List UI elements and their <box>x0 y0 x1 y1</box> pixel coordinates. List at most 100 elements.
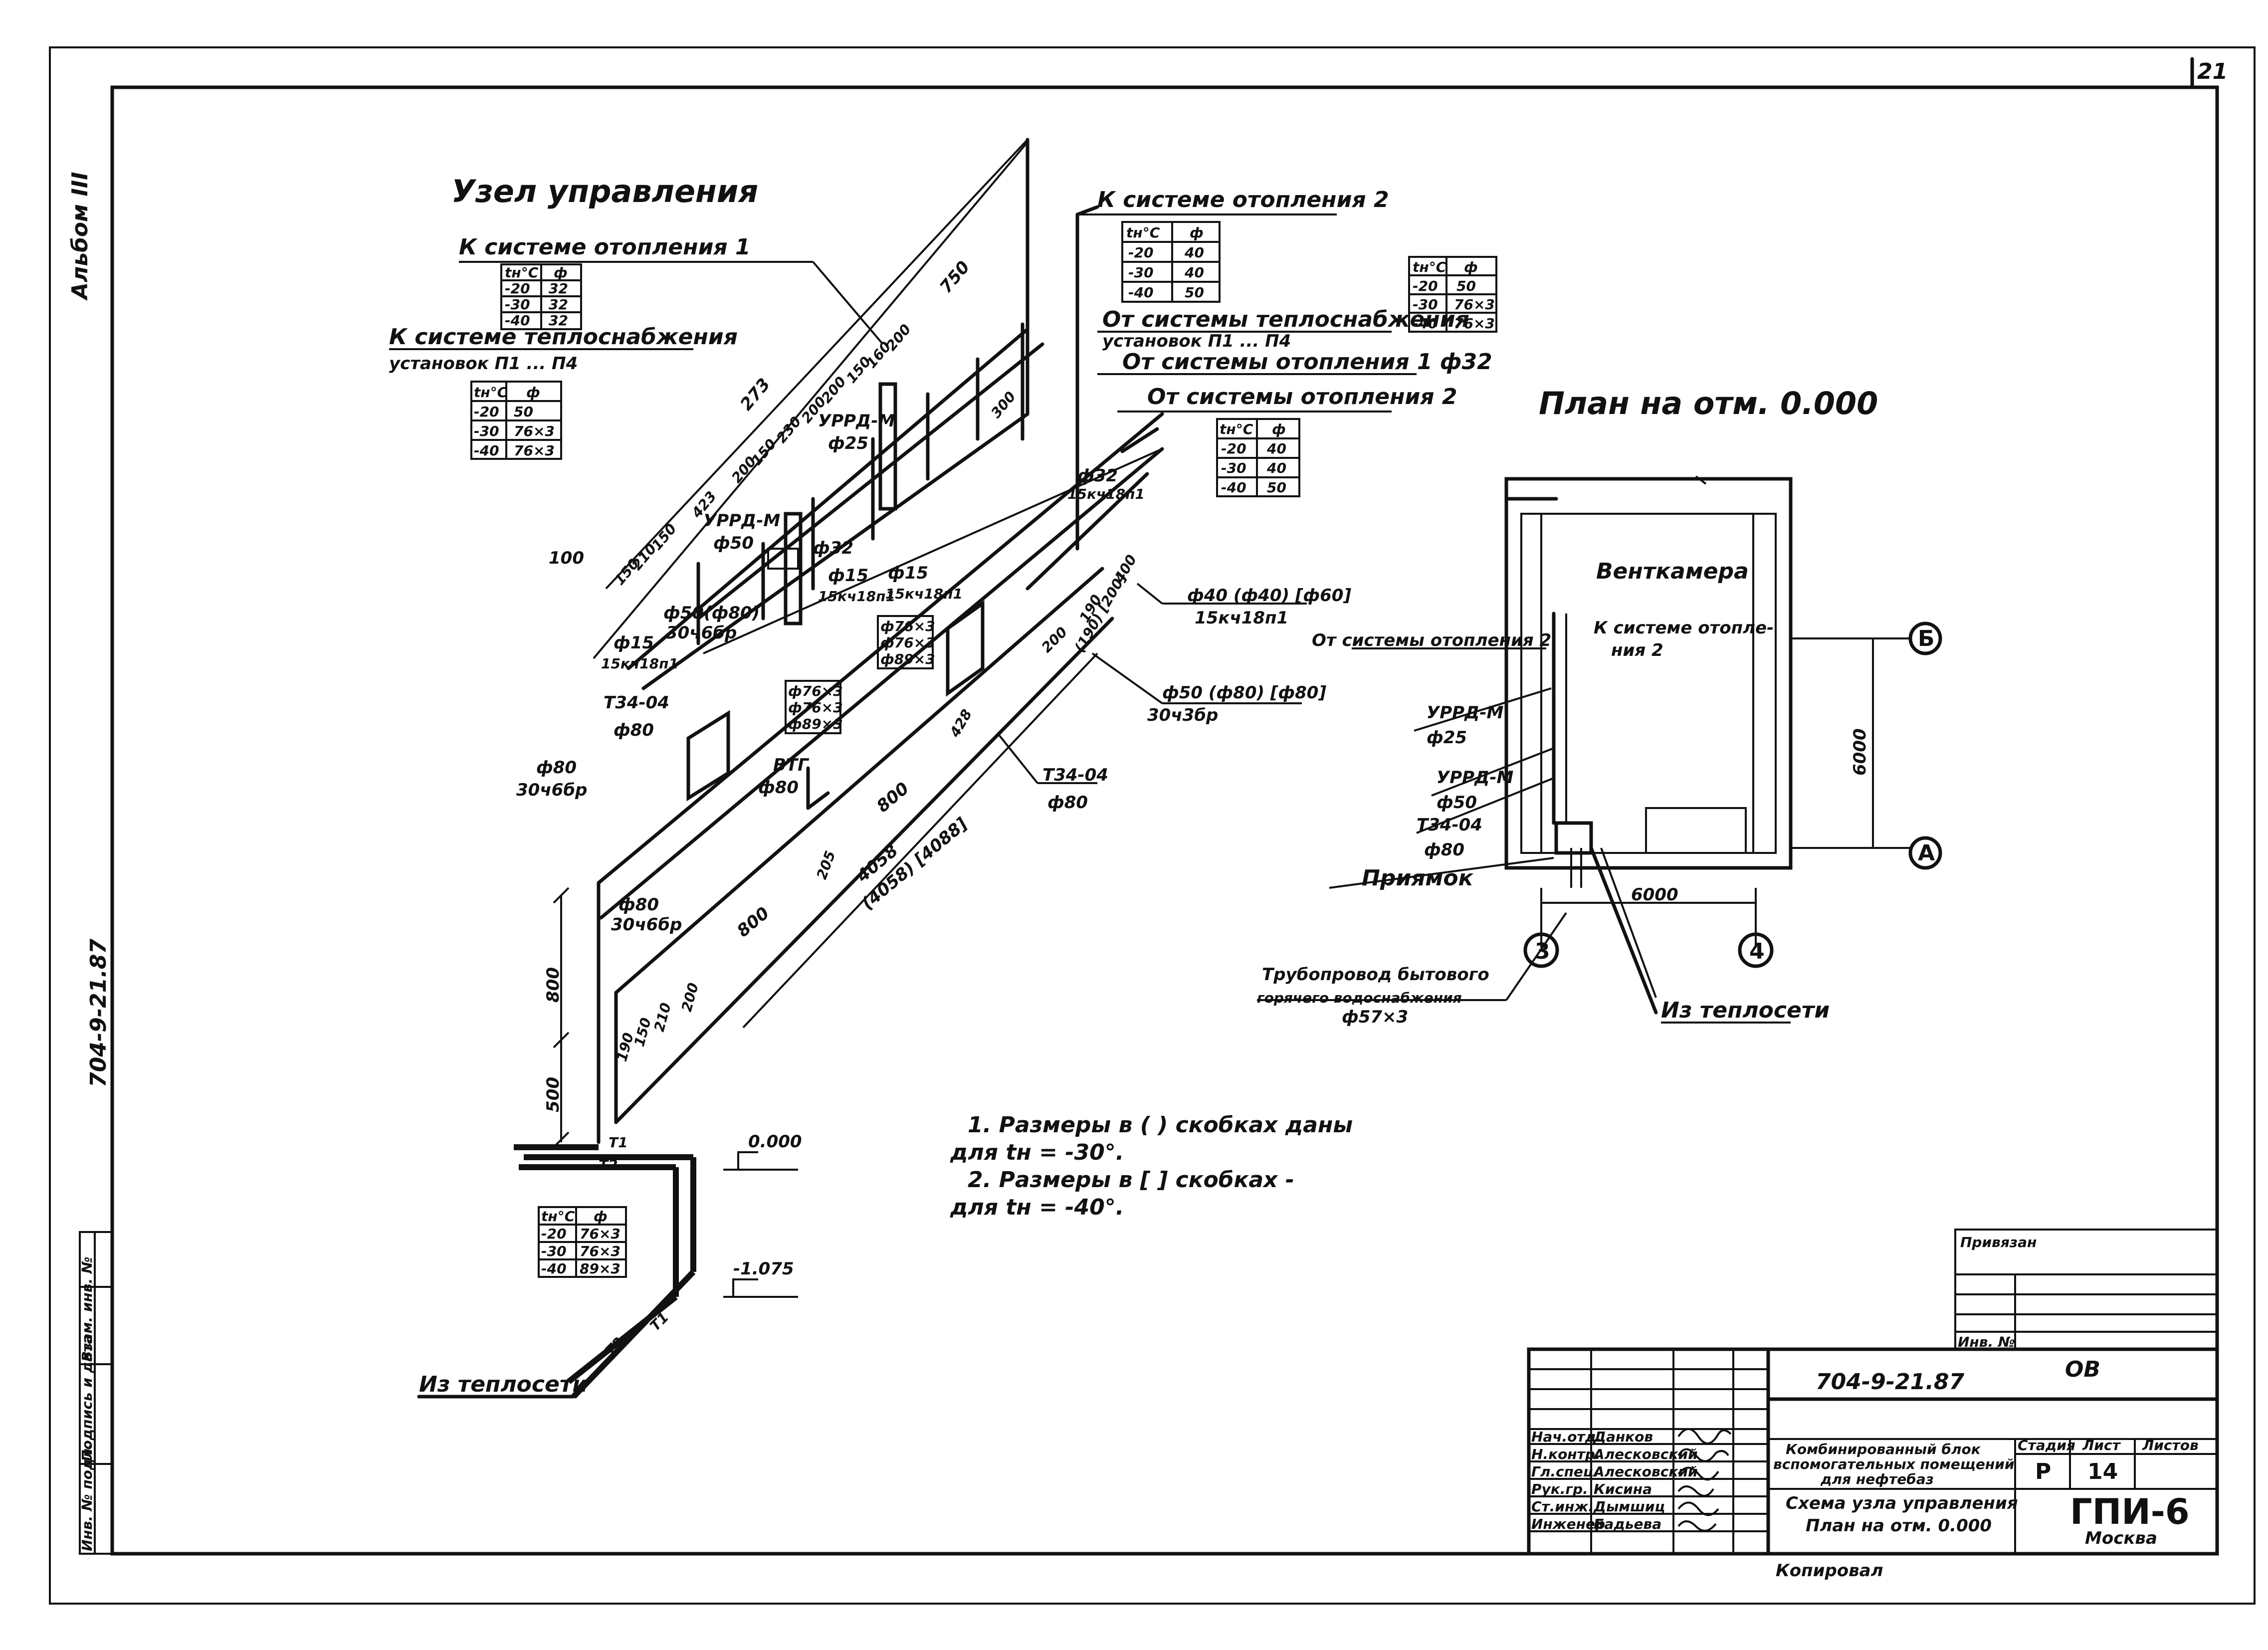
callout-t34-right: Т34-04 <box>1042 765 1108 785</box>
t1-h2: ф <box>554 264 568 281</box>
t6-r0a: -20 <box>541 1226 567 1242</box>
t6-h1: tн°C <box>541 1208 575 1225</box>
plan-to-heating-2-a: К системе отопле- <box>1594 618 1774 638</box>
strip-vzam: Взам. инв. № <box>79 1256 95 1362</box>
t5-r1a: -30 <box>1221 460 1246 476</box>
note-2-line1: 2. Размеры в [ ] скобках - <box>968 1167 1294 1193</box>
t2-r1b: 76×3 <box>514 423 555 439</box>
table-heatsupply: tн°C ф -20 50 -30 76×3 -40 76×3 <box>470 381 562 460</box>
t1-r0a: -20 <box>505 280 530 297</box>
strip-podpis: Подпись и дата <box>79 1335 95 1461</box>
plan-from-network: Из теплосети <box>1661 998 1830 1023</box>
stamp-stage: Р <box>2035 1459 2051 1484</box>
t5-r2b: 50 <box>1267 479 1286 496</box>
stamp-name-4: Дымшиц <box>1593 1498 1665 1515</box>
plan-t34: Т34-04 <box>1417 815 1482 835</box>
t4-r1b: 76×3 <box>1454 296 1495 313</box>
t1-r0b: 32 <box>549 280 568 297</box>
stamp-project-3: для нефтебаз <box>1820 1471 1934 1487</box>
pipe-t2-top: Т2 <box>599 1157 618 1173</box>
pipe-t1-top: Т1 <box>609 1134 628 1151</box>
stamp-org: ГПИ-6 <box>2070 1491 2190 1532</box>
stamp-copied: Копировал <box>1776 1561 1883 1581</box>
callout-phi80-a-v: 30ч6бр <box>516 780 587 800</box>
stamp-sheet-title-1: Схема узла управления <box>1786 1493 2018 1513</box>
stamp-role-4: Ст.инж. <box>1531 1498 1594 1515</box>
level-m1075: -1.075 <box>733 1259 794 1279</box>
stamp-sheet: 14 <box>2087 1459 2118 1484</box>
dia-stack-2: ф76×3 ф76×3 ф89×3 <box>877 615 935 669</box>
t1-r1a: -30 <box>505 296 530 313</box>
callout-btg: ВТГ <box>773 755 810 775</box>
axis-b: Б <box>1918 626 1935 651</box>
table-right: tн°C ф -20 50 -30 76×3 -40 76×3 <box>1408 256 1497 333</box>
t4-r2b: 76×3 <box>1454 315 1495 332</box>
t3-r1b: 40 <box>1184 264 1204 281</box>
stamp-role-1: Н.контр. <box>1531 1446 1601 1462</box>
stamp-role-0: Нач.отд. <box>1531 1429 1602 1445</box>
t3-r0b: 40 <box>1184 244 1204 261</box>
left-strip <box>79 1231 113 1555</box>
stamp-name-3: Кисина <box>1594 1481 1652 1497</box>
t1-h1: tн°C <box>505 264 539 281</box>
plan-from-heating-2: От системы отопления 2 <box>1312 630 1551 650</box>
plan-dim-6000-h: 6000 <box>1631 885 1678 905</box>
stamp-sheets-h: Листов <box>2142 1437 2199 1453</box>
callout-urrd-25: УРРД-М <box>818 411 895 431</box>
t4-h1: tн°C <box>1413 259 1446 275</box>
t1-r2b: 32 <box>549 312 568 329</box>
plan-ventkamera: Венткамера <box>1596 559 1749 584</box>
callout-valve-15-a: ф15 <box>828 566 868 586</box>
signature-scribbles <box>1677 1428 1732 1532</box>
callout-btg-dia: ф80 <box>758 778 799 798</box>
dim-428: 428 <box>946 706 975 740</box>
callout-30ch6br: 30ч6бр <box>666 623 737 643</box>
dia-stack-1-1: ф76×3 <box>788 699 843 716</box>
plan-view <box>1257 475 1942 1024</box>
album-label: Альбом III <box>67 172 93 301</box>
axis-3: 3 <box>1535 939 1550 964</box>
callout-urrd-50: УРРД-М <box>703 511 780 531</box>
dim-273: 273 <box>736 375 774 414</box>
t1-r2a: -40 <box>505 312 530 329</box>
dim-low4: 200 <box>678 981 702 1014</box>
t6-r1b: 76×3 <box>580 1243 620 1259</box>
note-2-line2: для tн = -40°. <box>950 1195 1124 1220</box>
stamp-section: ОВ <box>2065 1357 2100 1382</box>
dim-low2: 150 <box>631 1016 654 1048</box>
dim-300: 300 <box>988 389 1019 421</box>
stamp-city: Москва <box>2085 1528 2157 1548</box>
callout-t34-right-dia: ф80 <box>1047 793 1088 813</box>
label-from-network: Из теплосети <box>419 1372 588 1397</box>
stamp-privyazan: Привязан <box>1960 1234 2037 1250</box>
t6-r1a: -30 <box>541 1243 567 1259</box>
callout-phi50-80-80: ф50 (ф80) [ф80] <box>1162 683 1326 703</box>
callout-phi50-80: ф50(ф80) <box>663 603 760 623</box>
callout-valve-15-c: ф15 <box>614 633 654 653</box>
page-number: 21 <box>2197 59 2228 84</box>
stamp-sheet-title-2: План на отм. 0.000 <box>1806 1516 1992 1536</box>
t6-h2: ф <box>594 1208 608 1225</box>
t3-h2: ф <box>1190 224 1204 241</box>
callout-phi80-b: ф80 <box>619 895 659 915</box>
note-1-line2: для tн = -30°. <box>950 1140 1124 1165</box>
axis-4: 4 <box>1749 939 1765 964</box>
label-to-heating-2: К системе отопления 2 <box>1097 187 1389 212</box>
callout-urrd-25-dia: ф25 <box>828 433 868 453</box>
plan-dim-6000-v: 6000 <box>1850 728 1870 776</box>
level-0000: 0.000 <box>748 1132 802 1152</box>
t2-r0b: 50 <box>514 404 533 420</box>
vertical-code: 704-9-21.87 <box>86 938 111 1087</box>
t5-r1b: 40 <box>1266 460 1286 476</box>
dim-500: 500 <box>543 1077 563 1112</box>
dim-800a: 800 <box>543 967 563 1003</box>
stamp-name-1: Алесковский <box>1593 1446 1698 1462</box>
sheet-frame <box>49 46 2256 1605</box>
dim-800c: 800 <box>873 779 913 817</box>
callout-valve-15-a-v: 15кч18п1 <box>818 588 895 605</box>
plan-t34-dia: ф80 <box>1424 840 1464 860</box>
table-heat-1: tн°C ф -20 32 -30 32 -40 32 <box>500 263 582 330</box>
callout-t34-left-dia: ф80 <box>614 720 654 740</box>
t2-r0a: -20 <box>474 404 499 420</box>
